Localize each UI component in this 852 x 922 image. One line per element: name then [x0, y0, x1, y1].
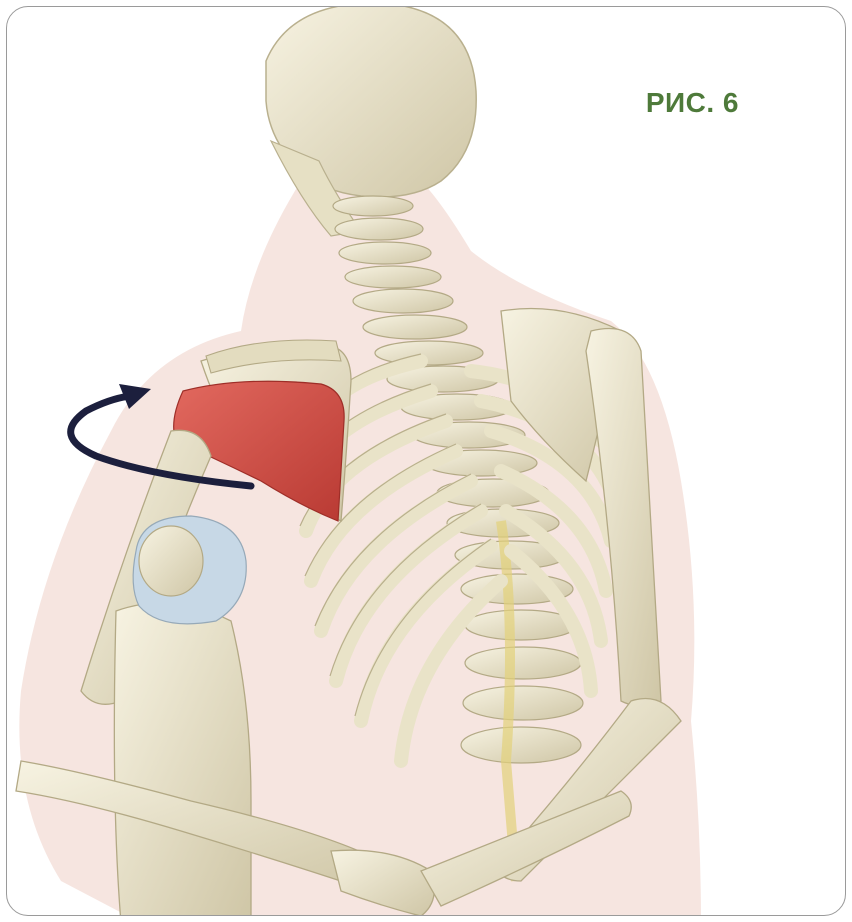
figure-frame: РИС. 6	[6, 6, 846, 916]
figure-label: РИС. 6	[646, 87, 739, 119]
patella	[139, 526, 203, 596]
skeleton-illustration	[6, 6, 846, 916]
left-leg	[114, 516, 251, 916]
